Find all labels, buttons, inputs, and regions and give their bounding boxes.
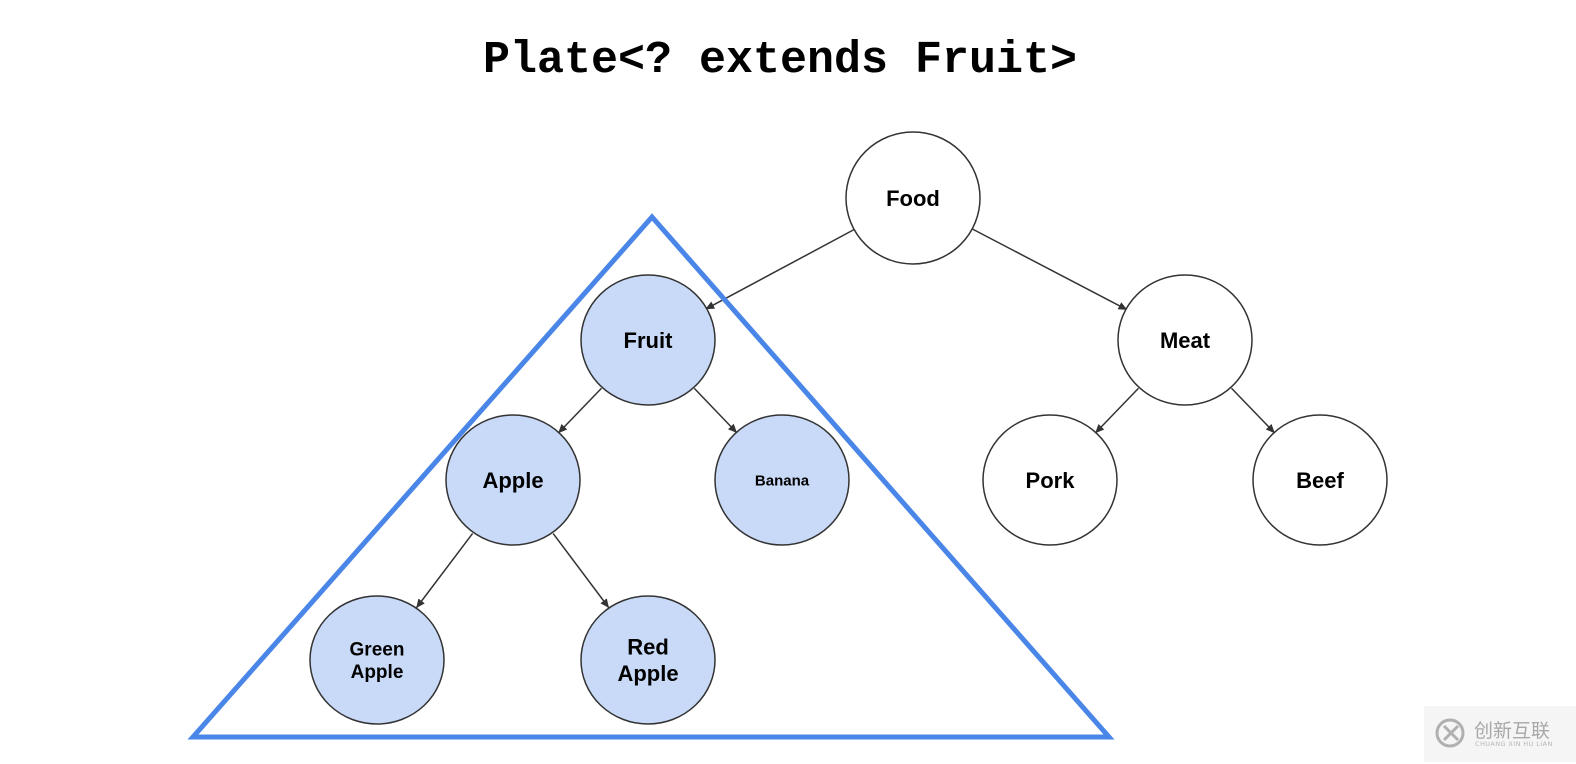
node-banana-label: Banana	[755, 472, 810, 489]
node-food: Food	[845, 131, 981, 265]
node-green-apple-label: Apple	[351, 662, 404, 683]
node-red-apple-label: Apple	[617, 661, 678, 686]
node-banana-circle	[714, 414, 850, 546]
node-apple-label: Apple	[482, 468, 543, 493]
node-beef-circle	[1252, 414, 1388, 546]
node-meat-label: Meat	[1160, 328, 1211, 353]
edge-meat-to-beef	[1230, 387, 1276, 434]
edge-meat-to-pork	[1094, 387, 1140, 434]
node-food-circle	[845, 131, 981, 265]
node-meat: Meat	[1117, 274, 1253, 406]
node-meat-circle	[1117, 274, 1253, 406]
edge-apple-to-green-apple	[415, 533, 474, 609]
edge-fruit-to-apple	[557, 387, 603, 434]
watermark-subtext: CHUANG XIN HU LIAN	[1475, 740, 1553, 748]
node-green-apple-circle	[309, 595, 445, 725]
watermark-emblem-icon	[1435, 718, 1465, 748]
edge-apple-to-red-apple	[552, 533, 610, 609]
node-beef-label: Beef	[1296, 468, 1344, 493]
node-banana: Banana	[714, 414, 850, 546]
edge-fruit-to-banana	[693, 387, 738, 434]
node-apple-circle	[445, 414, 581, 546]
edge-food-to-fruit	[704, 228, 855, 310]
node-red-apple-circle	[580, 595, 716, 725]
node-beef: Beef	[1252, 414, 1388, 546]
node-fruit-circle	[580, 274, 716, 406]
edges-layer	[415, 228, 1276, 609]
node-pork-label: Pork	[1026, 468, 1076, 493]
node-pork: Pork	[982, 414, 1118, 546]
node-fruit-label: Fruit	[624, 328, 674, 353]
wildcard-bound-region	[187, 213, 1115, 740]
node-pork-circle	[982, 414, 1118, 546]
node-fruit: Fruit	[580, 274, 716, 406]
node-green-apple-label: Green	[350, 639, 405, 660]
node-red-apple-label: Red	[627, 635, 669, 660]
node-food-label: Food	[886, 186, 940, 211]
extends-fruit-triangle	[187, 213, 1115, 740]
watermark-logo: 创新互联 CHUANG XIN HU LIAN	[1424, 706, 1576, 762]
edge-food-to-meat	[972, 228, 1128, 311]
node-apple: Apple	[445, 414, 581, 546]
watermark-text: 创新互联	[1474, 720, 1550, 742]
diagram-title: Plate<? extends Fruit>	[483, 35, 1077, 86]
